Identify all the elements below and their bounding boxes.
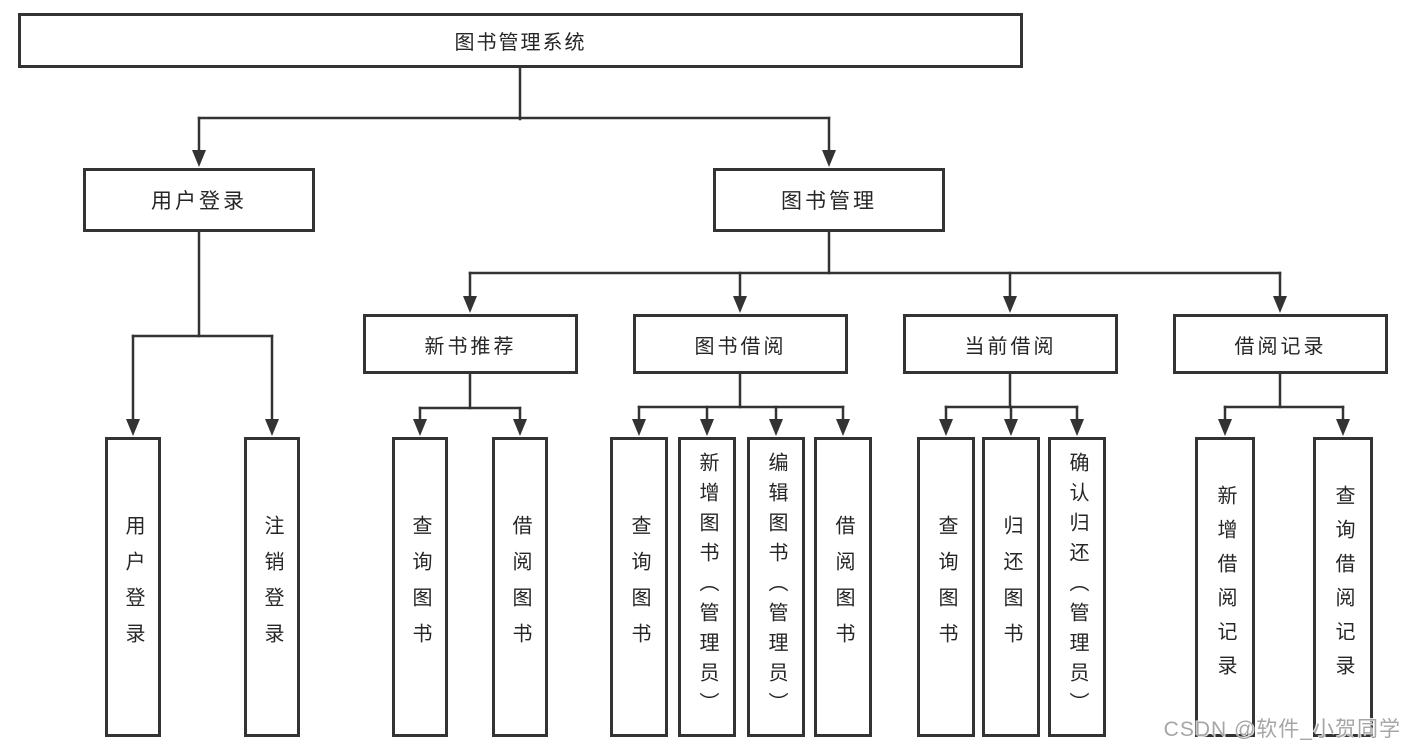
- arrowhead-down-icon: [769, 419, 783, 436]
- node-root: 图书管理系统: [18, 13, 1023, 68]
- arrowhead-down-icon: [822, 150, 836, 167]
- arrowhead-down-icon: [1336, 419, 1350, 436]
- leaf-edit-book-admin: 编辑图书（管理员）: [747, 437, 805, 737]
- arrowhead-down-icon: [513, 419, 527, 436]
- leaf-add-borrow-record: 新增借阅记录: [1195, 437, 1255, 737]
- watermark: CSDN @软件_小贺同学: [1163, 718, 1401, 741]
- leaf-logout: 注销登录: [244, 437, 300, 737]
- arrowhead-down-icon: [1004, 419, 1018, 436]
- arrowhead-down-icon: [413, 419, 427, 436]
- arrowhead-down-icon: [265, 419, 279, 436]
- leaf-return-book: 归还图书: [982, 437, 1040, 737]
- arrowhead-down-icon: [192, 150, 206, 167]
- leaf-query-borrow-record: 查询借阅记录: [1313, 437, 1373, 737]
- node-new-book-recommend: 新书推荐: [363, 314, 578, 374]
- node-user-login: 用户登录: [83, 168, 315, 232]
- leaf-query-book-recommend: 查询图书: [392, 437, 448, 737]
- arrowhead-down-icon: [463, 296, 477, 313]
- node-current-borrow: 当前借阅: [903, 314, 1118, 374]
- node-borrow-record: 借阅记录: [1173, 314, 1388, 374]
- leaf-confirm-return-admin: 确认归还（管理员）: [1048, 437, 1106, 737]
- node-book-mgmt: 图书管理: [713, 168, 945, 232]
- arrowhead-down-icon: [126, 419, 140, 436]
- leaf-query-book-current: 查询图书: [917, 437, 975, 737]
- leaf-borrow-book: 借阅图书: [814, 437, 872, 737]
- node-book-borrow: 图书借阅: [633, 314, 848, 374]
- leaf-user-login: 用户登录: [105, 437, 161, 737]
- arrowhead-down-icon: [1273, 296, 1287, 313]
- arrowhead-down-icon: [1003, 296, 1017, 313]
- arrowhead-down-icon: [700, 419, 714, 436]
- leaf-query-book-borrow: 查询图书: [610, 437, 668, 737]
- arrowhead-down-icon: [632, 419, 646, 436]
- arrowhead-down-icon: [733, 296, 747, 313]
- arrowhead-down-icon: [1070, 419, 1084, 436]
- arrowhead-down-icon: [836, 419, 850, 436]
- leaf-borrow-book-recommend: 借阅图书: [492, 437, 548, 737]
- arrowhead-down-icon: [1218, 419, 1232, 436]
- leaf-add-book-admin: 新增图书（管理员）: [678, 437, 736, 737]
- arrowhead-down-icon: [939, 419, 953, 436]
